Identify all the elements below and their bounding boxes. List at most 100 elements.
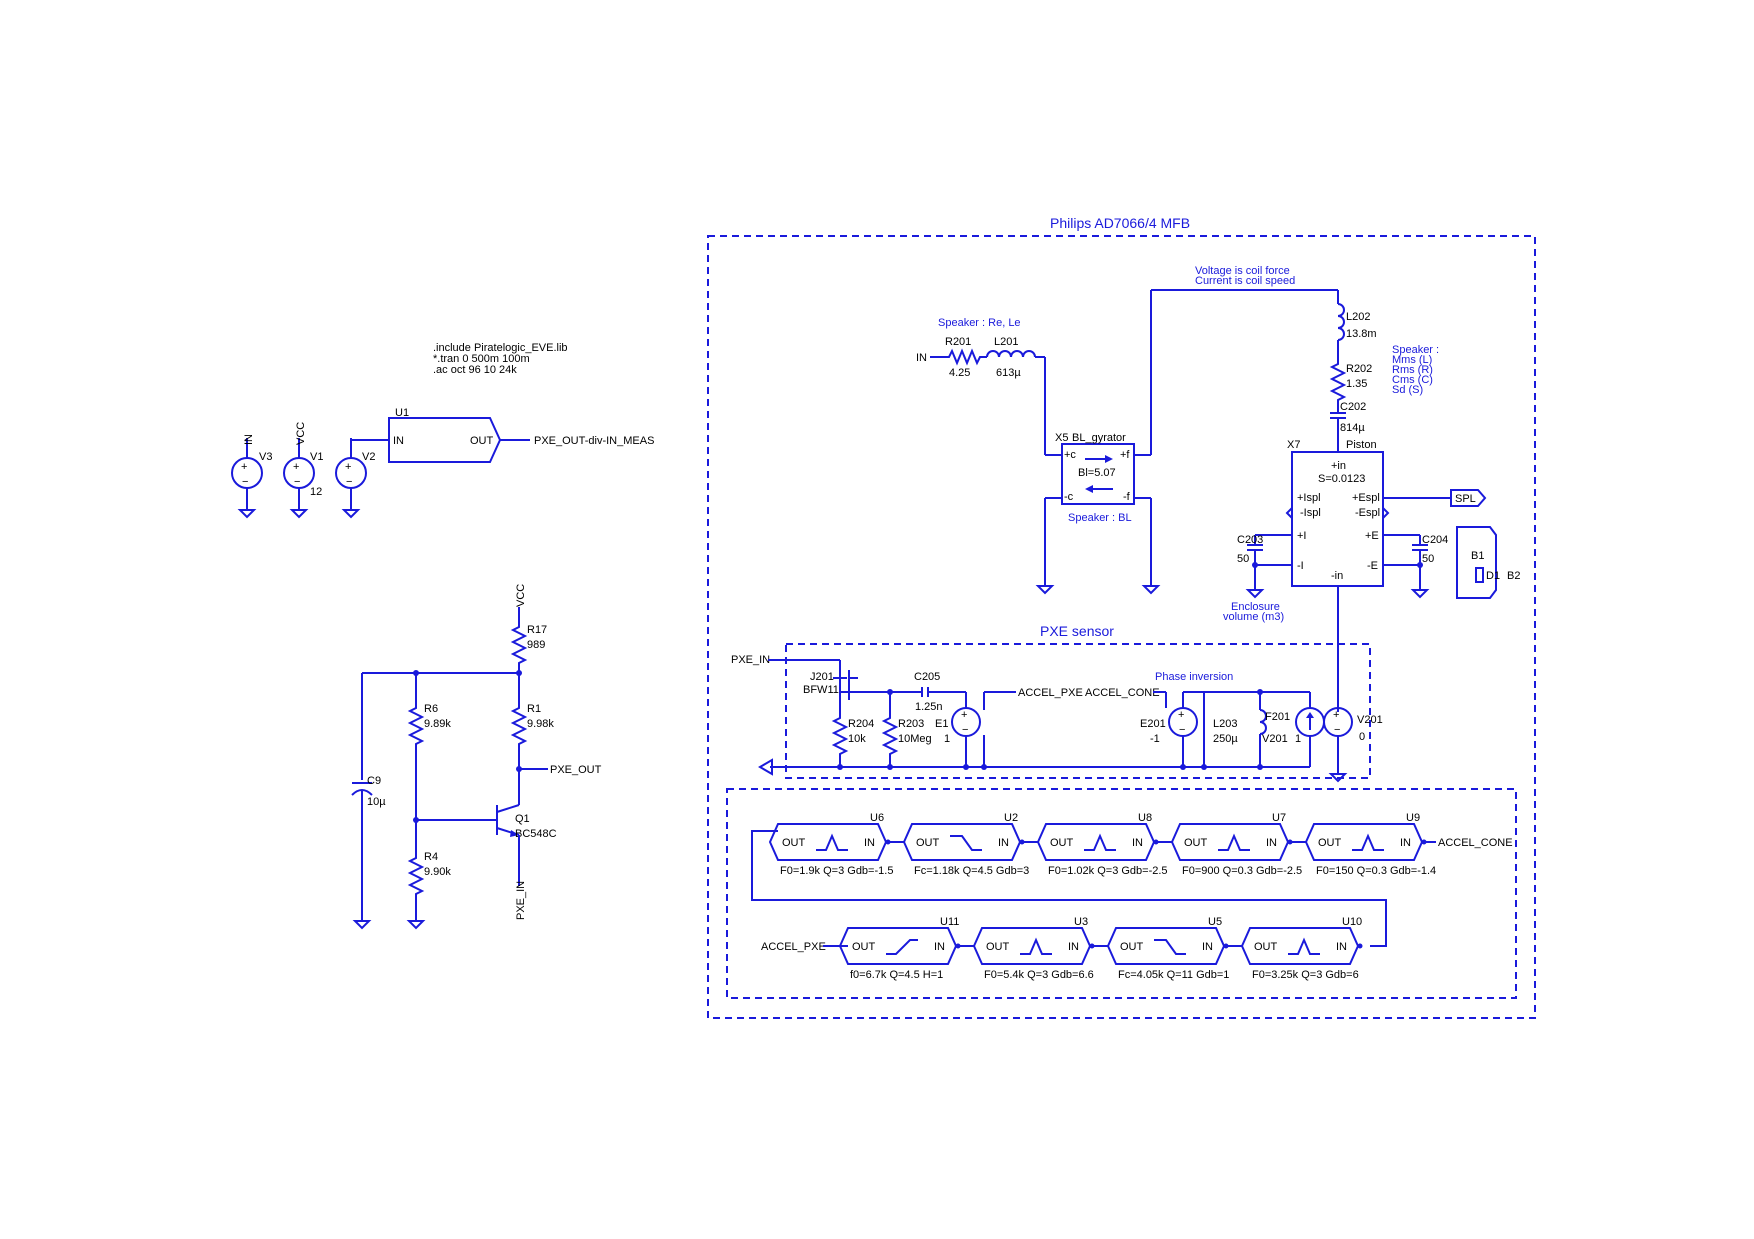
e201-label: E201: [1140, 718, 1166, 730]
q1-label: Q1: [515, 813, 530, 825]
filter-in-pin: IN: [1202, 941, 1213, 953]
v201-label: V201: [1357, 714, 1383, 726]
r202-label: R202: [1346, 363, 1372, 375]
x5-pin-nc: -c: [1064, 491, 1074, 503]
svg-text:−: −: [1334, 724, 1340, 736]
l201-value: 613µ: [996, 367, 1021, 379]
x7-pin-ne: -E: [1367, 560, 1378, 572]
filter-name: U3: [1074, 916, 1088, 928]
note-phase-inversion: Phase inversion: [1155, 671, 1233, 683]
filter-param: Fc=4.05k Q=11 Gdb=1: [1118, 969, 1229, 981]
r202-value: 1.35: [1346, 378, 1367, 390]
filter-name: U6: [870, 812, 884, 824]
c9-label: C9: [367, 775, 381, 787]
filter-response-icon: [886, 939, 918, 955]
l201-label: L201: [994, 336, 1018, 348]
group-box-pxe: [785, 643, 1371, 779]
filter-name: U8: [1138, 812, 1152, 824]
x7-piston[interactable]: X7 Piston +in S=0.0123 +Ispl -Ispl +Espl…: [1223, 439, 1487, 712]
note-rms: Rms (R): [1392, 364, 1433, 376]
x5-gyrator[interactable]: X5 BL_gyrator +c +f -c -f Bl=5.07 Speake…: [1037, 289, 1338, 594]
r17-value: 989: [527, 639, 545, 651]
c203-value: 50: [1237, 553, 1249, 565]
note-cms: Cms (C): [1392, 374, 1433, 386]
directive-include: .include Piratelogic_EVE.lib: [433, 342, 568, 354]
v1-label: V1: [310, 451, 323, 463]
filter-out-pin: OUT: [852, 941, 876, 953]
filter-out-pin: OUT: [1254, 941, 1278, 953]
source-v3[interactable]: + − V3 IN: [231, 434, 272, 518]
v201-value: 0: [1359, 731, 1365, 743]
amp-vcc: VCC: [515, 584, 527, 607]
source-v2[interactable]: + − V2: [335, 438, 390, 518]
r203-value: 10Meg: [898, 733, 932, 745]
c9-value: 10µ: [367, 796, 386, 808]
x7-model: Piston: [1346, 439, 1377, 451]
directive-tran: *.tran 0 500m 100m: [433, 353, 530, 365]
v1-value: 12: [310, 486, 322, 498]
filter-out-pin: OUT: [1120, 941, 1144, 953]
c205-value: 1.25n: [915, 701, 943, 713]
r203-label: R203: [898, 718, 924, 730]
x5-pin-pc: +c: [1064, 449, 1076, 461]
f201-value: 1: [1295, 733, 1301, 745]
note-sd: Sd (S): [1392, 384, 1423, 396]
svg-text:+: +: [345, 461, 351, 473]
source-v1[interactable]: + − V1 12 VCC: [283, 422, 323, 518]
filter-param: F0=1.02k Q=3 Gdb=-2.5: [1048, 865, 1168, 877]
filter-out-pin: OUT: [1184, 837, 1208, 849]
group-title-mfb: Philips AD7066/4 MFB: [1050, 215, 1190, 231]
group-box-mfb: [707, 235, 1536, 1019]
filter-response-icon: [950, 835, 982, 851]
q1-model: BC548C: [515, 828, 557, 840]
filter-in-pin: IN: [1336, 941, 1347, 953]
v2-label: V2: [362, 451, 375, 463]
svg-text:−: −: [242, 476, 248, 488]
r17-label: R17: [527, 624, 547, 636]
c202-label: C202: [1340, 401, 1366, 413]
c204-value: 50: [1422, 553, 1434, 565]
filter-response-icon: [1288, 937, 1320, 955]
net-spl: SPL: [1455, 493, 1476, 505]
x5-param: Bl=5.07: [1078, 467, 1116, 479]
filter-out-pin: OUT: [782, 837, 806, 849]
x7-label: X7: [1287, 439, 1300, 451]
mechanical-branch: L202 13.8m R202 1.35 C202 814µ Speaker :…: [1330, 290, 1439, 452]
block-u1[interactable]: U1 IN OUT PXE_OUT-div-IN_MEAS: [350, 407, 654, 463]
r1-value: 9.98k: [527, 718, 554, 730]
x5-pin-pf: +f: [1120, 449, 1130, 461]
filter-out-pin: OUT: [986, 941, 1010, 953]
transistor-amplifier: VCC R17 989 C9 10µ R6 9.89k R4 9.90k R1 …: [351, 584, 602, 929]
u1-in: IN: [393, 435, 404, 447]
group-box-filters: [726, 788, 1517, 999]
net-in-speaker: IN: [916, 352, 927, 364]
v3-net: IN: [243, 434, 255, 445]
c202-value: 814µ: [1340, 422, 1365, 434]
svg-text:−: −: [962, 724, 968, 736]
l203-label: L203: [1213, 718, 1237, 730]
x7-pin-nispl: -Ispl: [1300, 507, 1321, 519]
r4-label: R4: [424, 851, 438, 863]
l202-label: L202: [1346, 311, 1370, 323]
pxe-sensor-circuit: PXE_IN J201 BFW11 C205 1.25n R204 10k R2…: [731, 654, 1383, 782]
net-accel-cone-filters: ACCEL_CONE: [1438, 837, 1513, 849]
filter-response-icon: [1020, 937, 1052, 955]
svg-text:+: +: [293, 461, 299, 473]
c203-label: C203: [1237, 534, 1263, 546]
net-pxe-out-div: PXE_OUT-div-IN_MEAS: [534, 435, 654, 447]
filter-response-icon: [1084, 833, 1116, 851]
r6-label: R6: [424, 703, 438, 715]
note-mms: Mms (L): [1392, 354, 1432, 366]
c204-label: C204: [1422, 534, 1448, 546]
